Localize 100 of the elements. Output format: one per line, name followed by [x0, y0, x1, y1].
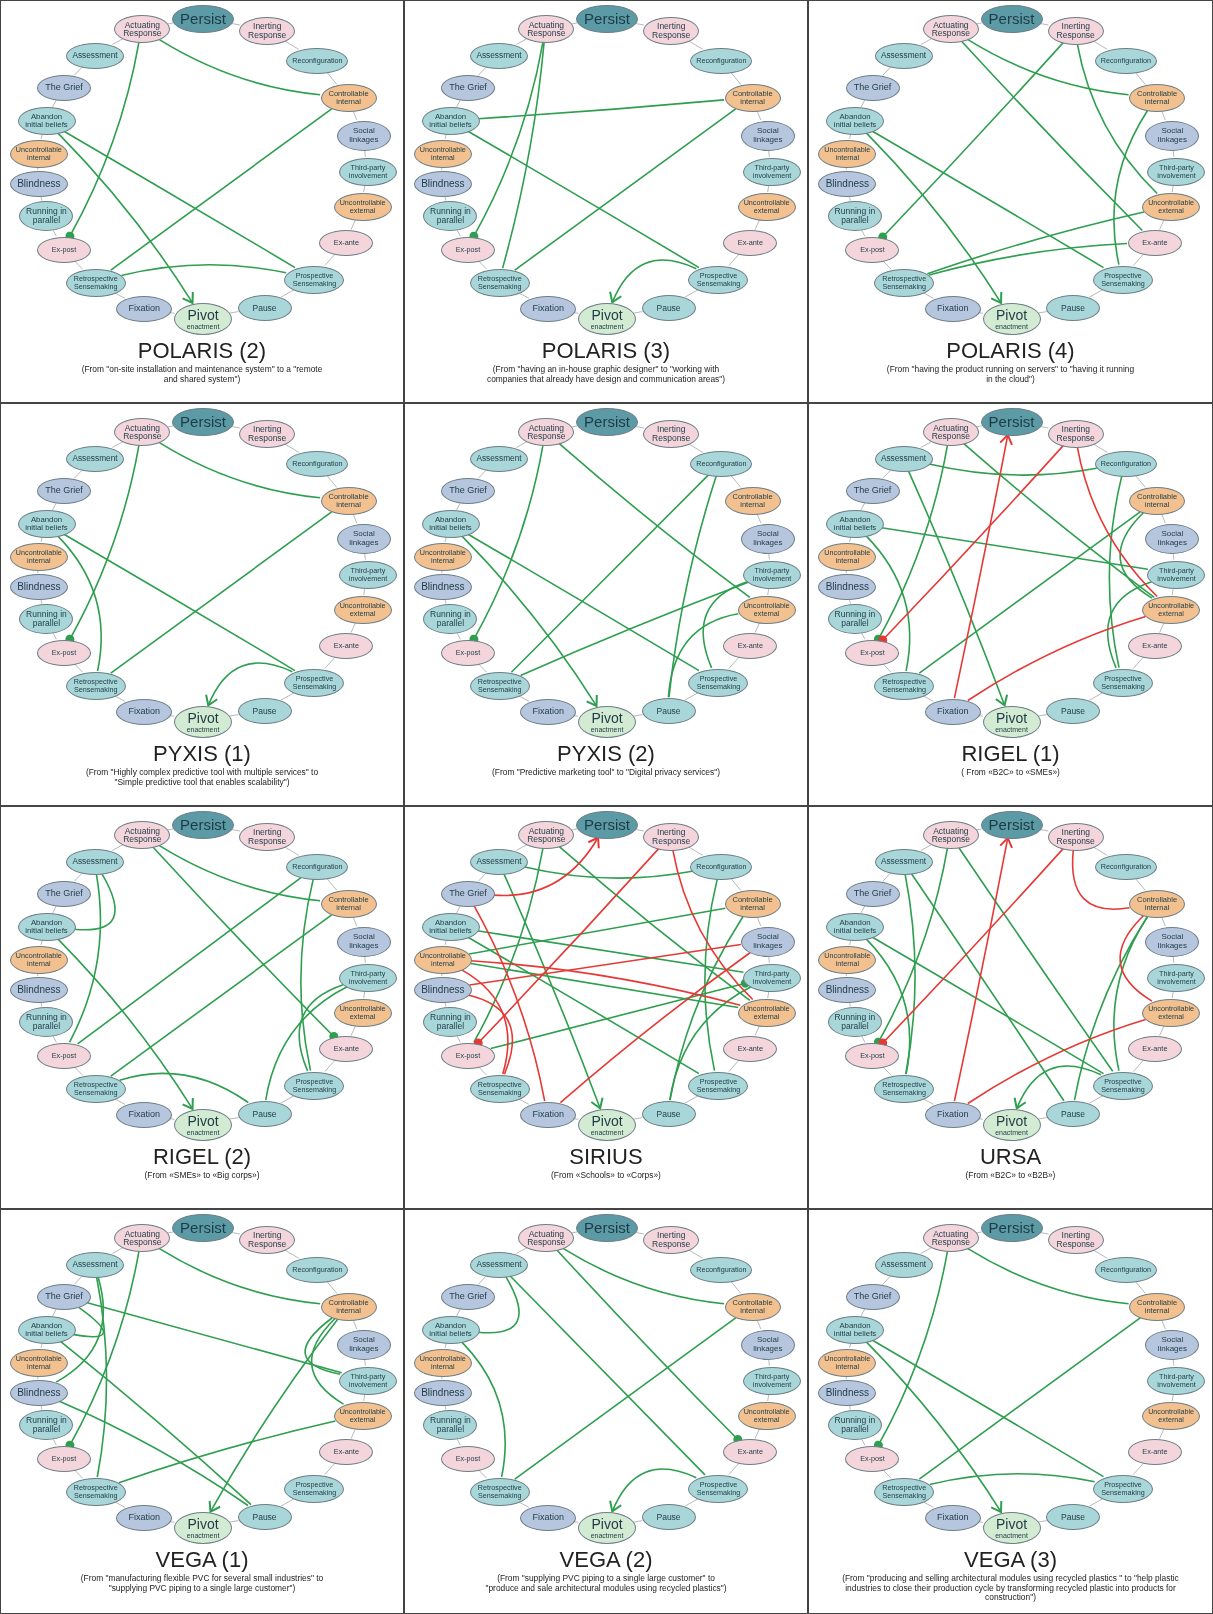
connector-line — [559, 951, 752, 1104]
connector-line — [456, 632, 461, 640]
ellipse-node: Inerting Response — [1047, 419, 1104, 448]
connector-line — [871, 130, 1105, 269]
connector-line — [1088, 692, 1104, 701]
connector-line — [634, 425, 645, 429]
ellipse-node: Fixation — [520, 1102, 577, 1129]
connector-line — [1092, 846, 1108, 856]
connector-line — [702, 580, 748, 669]
connector-line — [169, 1118, 175, 1120]
panel — [808, 1209, 1213, 1614]
node-title: Pivot — [591, 308, 623, 323]
ellipse-node: Social linkages — [740, 926, 795, 957]
connector-line — [364, 1358, 366, 1367]
connector-line — [1037, 311, 1048, 314]
connector-line — [728, 1059, 740, 1073]
connector-line — [1071, 849, 1131, 910]
connector-line — [768, 149, 770, 158]
connector-line — [120, 263, 287, 277]
connector-line — [326, 474, 338, 488]
panel-title: VEGA (3) — [963, 1547, 1058, 1573]
connector-line — [963, 442, 1156, 599]
ellipse-node: The Grief — [441, 478, 495, 505]
connector-line — [920, 1247, 932, 1254]
ellipse-node: The Grief — [441, 1284, 495, 1311]
connector-line — [280, 1095, 295, 1104]
connector-line — [73, 872, 84, 882]
connector-line — [468, 907, 727, 955]
connector-line — [1106, 580, 1153, 669]
connector-line — [456, 1035, 461, 1043]
ellipse-node: Running in parallel — [827, 1007, 882, 1038]
connector-line — [1088, 1498, 1104, 1507]
connector-line — [882, 469, 892, 479]
connector-line — [169, 1521, 175, 1523]
connector-line — [444, 1404, 447, 1410]
connector-line — [882, 260, 892, 270]
connector-line — [1119, 915, 1153, 1002]
connector-line — [754, 1025, 760, 1036]
ellipse-node: Blindness — [413, 1380, 472, 1407]
connector-line — [352, 513, 358, 524]
panel-title: VEGA (2) — [558, 1547, 654, 1573]
panel — [808, 0, 1213, 403]
connector-line — [571, 1231, 578, 1234]
connector-line — [1161, 110, 1166, 121]
connector-line — [230, 22, 241, 26]
connector-line — [85, 1301, 343, 1374]
connector-line — [960, 40, 1144, 232]
connector-line — [111, 1247, 124, 1254]
panel-subtitle: (From «Schools» to «Corps») — [550, 1171, 662, 1181]
connector-line — [728, 1462, 740, 1476]
ellipse-node: Social linkages — [336, 1329, 391, 1360]
node-title: Pivot — [995, 1517, 1028, 1532]
ellipse-node: Blindness — [818, 977, 877, 1004]
panel-title: VEGA (1) — [154, 1547, 250, 1573]
panel-title: POLARIS (3) — [540, 338, 672, 364]
ellipse-node: The Grief — [845, 478, 900, 505]
ellipse-node: Assessment — [470, 848, 528, 875]
connector-line — [230, 828, 241, 832]
panel-title: RIGEL (2) — [151, 1144, 253, 1170]
connector-line — [52, 229, 57, 237]
connector-line — [1159, 1428, 1165, 1439]
connector-line — [1159, 1025, 1165, 1036]
connector-line — [922, 1501, 934, 1508]
connector-line — [514, 108, 737, 271]
connector-line — [477, 66, 488, 76]
ellipse-node: Running in parallel — [423, 201, 478, 232]
connector-line — [929, 1473, 1096, 1486]
connector-line — [1161, 1319, 1166, 1330]
connector-line — [573, 312, 579, 314]
connector-line — [152, 846, 339, 1041]
connector-line — [556, 1249, 743, 1444]
connector-line — [363, 1393, 366, 1402]
arrow — [953, 836, 1013, 1102]
connector-line — [1159, 622, 1165, 633]
connector-line — [684, 289, 699, 298]
connector-line — [882, 663, 892, 673]
connector-line — [926, 211, 1145, 275]
connector-line — [229, 311, 239, 314]
connector-line — [882, 872, 892, 882]
connector-line — [110, 511, 333, 674]
ellipse-node — [578, 303, 636, 335]
connector-line — [1113, 109, 1149, 266]
connector-line — [966, 1247, 1130, 1305]
connector-line — [849, 536, 852, 543]
ellipse-node: The Grief — [37, 881, 91, 908]
connector-line — [975, 1231, 983, 1234]
connector-line — [848, 195, 851, 201]
connector-line — [573, 715, 579, 717]
connector-line — [860, 1308, 866, 1317]
connector-line — [444, 133, 447, 140]
connector-line — [667, 612, 740, 698]
ellipse-node: Assessment — [874, 1251, 933, 1278]
ellipse-node: Actuating Response — [114, 418, 171, 447]
connector-line — [1092, 1249, 1108, 1259]
connector-line — [324, 1059, 336, 1073]
connector-line — [848, 1001, 851, 1007]
connector-line — [118, 1072, 250, 1104]
connector-line — [283, 443, 300, 453]
connector-line — [444, 598, 447, 604]
connector-line — [684, 1095, 699, 1104]
